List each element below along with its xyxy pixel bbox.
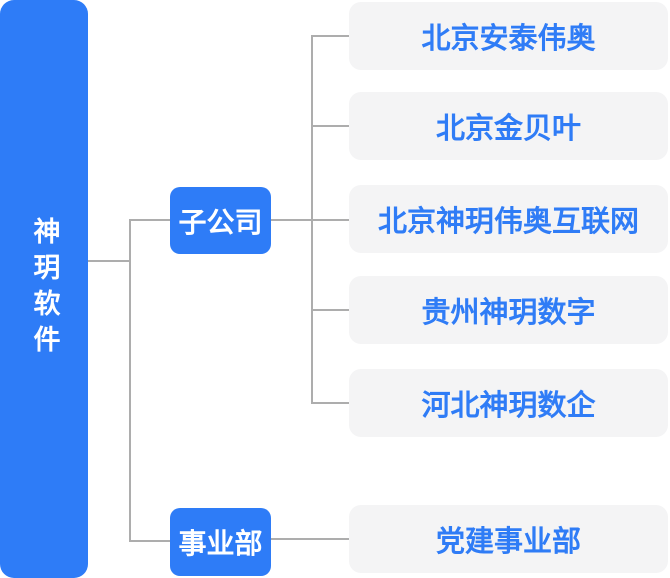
leaf-node-subsidiary-5-label: 河北神玥数企 bbox=[421, 390, 596, 422]
branch-node-divisions[interactable]: 事业部 bbox=[170, 508, 271, 576]
leaf-node-subsidiary-2[interactable]: 北京金贝叶 bbox=[349, 92, 668, 160]
root-node-label: 神玥软件 bbox=[29, 217, 60, 361]
leaf-node-subsidiary-4-label: 贵州神玥数字 bbox=[421, 297, 596, 329]
connector-branch1-in bbox=[129, 219, 170, 221]
branch-node-subsidiaries-label: 子公司 bbox=[178, 206, 263, 238]
leaf-node-subsidiary-3[interactable]: 北京神玥伟奥互联网 bbox=[349, 185, 668, 253]
leaf-node-subsidiary-5[interactable]: 河北神玥数企 bbox=[349, 369, 668, 437]
root-node-company[interactable]: 神玥软件 bbox=[0, 0, 88, 578]
leaf-node-subsidiary-2-label: 北京金贝叶 bbox=[435, 113, 581, 145]
connector-leaf1 bbox=[311, 35, 349, 37]
branch-node-subsidiaries[interactable]: 子公司 bbox=[170, 187, 271, 254]
connector-level1-vertical bbox=[129, 219, 131, 542]
connector-root-horizontal bbox=[88, 260, 129, 262]
leaf-node-subsidiary-4[interactable]: 贵州神玥数字 bbox=[349, 276, 668, 344]
connector-branch2-in bbox=[129, 540, 170, 542]
branch-node-divisions-label: 事业部 bbox=[178, 528, 263, 559]
leaf-node-subsidiary-3-label: 北京神玥伟奥互联网 bbox=[377, 206, 639, 238]
leaf-node-division-1-label: 党建事业部 bbox=[435, 526, 581, 558]
connector-leaf4 bbox=[311, 309, 349, 311]
leaf-node-division-1[interactable]: 党建事业部 bbox=[349, 505, 668, 573]
connector-branch1-out bbox=[271, 219, 349, 221]
leaf-node-subsidiary-1-label: 北京安泰伟奥 bbox=[421, 23, 596, 55]
connector-leaf2 bbox=[311, 125, 349, 127]
connector-branch2-out bbox=[270, 538, 349, 540]
connector-subsidiaries-vertical bbox=[311, 35, 313, 404]
leaf-node-subsidiary-1[interactable]: 北京安泰伟奥 bbox=[349, 2, 668, 70]
connector-leaf5 bbox=[311, 402, 349, 404]
